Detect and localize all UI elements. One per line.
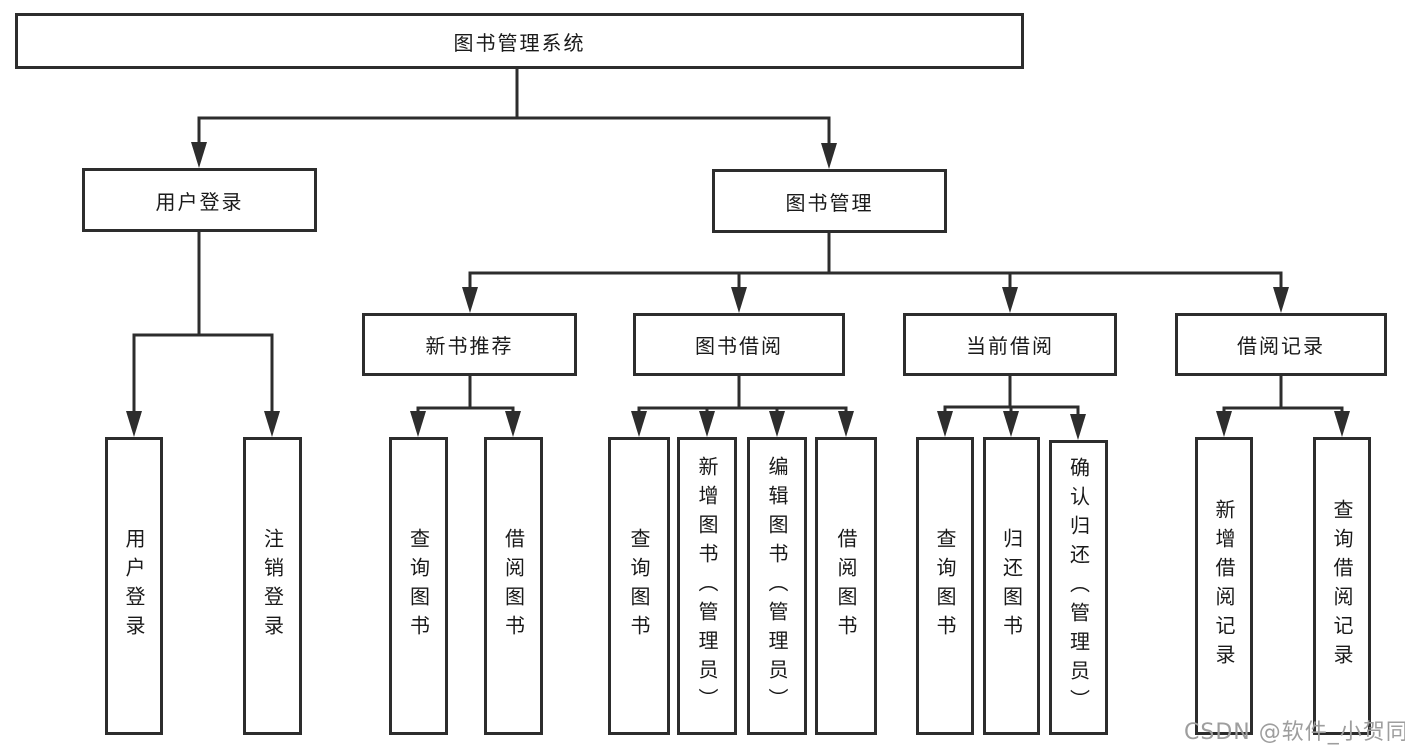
leaf-borrow-books-recommend-label: 借阅图书 (501, 528, 526, 644)
csdn-watermark: CSDN @软件_小贺同学 (1184, 720, 1405, 745)
arrowhead-2-2 (1002, 287, 1018, 313)
leaf-borrow-books-recommend: 借阅图书 (484, 437, 543, 735)
arrowhead-0-1 (821, 143, 837, 169)
leaf-edit-book-admin-label: 编辑图书（管理员） (765, 455, 789, 717)
arrowhead-2-1 (731, 287, 747, 313)
leaf-confirm-return-admin: 确认归还（管理员） (1049, 440, 1108, 735)
leaf-logout: 注销登录 (243, 437, 302, 735)
arrowhead-5-1 (1003, 411, 1019, 437)
arrowhead-1-0 (126, 411, 142, 437)
arrowhead-6-0 (1216, 411, 1232, 437)
leaf-user-login: 用户登录 (105, 437, 163, 735)
node-borrow-records-label: 借阅记录 (1237, 334, 1325, 358)
leaf-add-borrow-record-label: 新增借阅记录 (1212, 499, 1236, 673)
node-user-login: 用户登录 (82, 168, 317, 232)
node-new-book-recommend: 新书推荐 (362, 313, 577, 376)
leaf-query-books-current-label: 查询图书 (933, 528, 957, 644)
arrowhead-5-2 (1070, 414, 1086, 440)
leaf-query-books-recommend: 查询图书 (389, 437, 448, 735)
node-current-borrowing: 当前借阅 (903, 313, 1117, 376)
leaf-return-book-label: 归还图书 (999, 528, 1024, 644)
node-book-management-label: 图书管理 (785, 190, 874, 215)
arrowhead-4-0 (631, 411, 647, 437)
arrowhead-4-1 (699, 411, 715, 437)
node-root: 图书管理系统 (15, 13, 1024, 69)
arrowhead-4-2 (769, 411, 785, 437)
leaf-edit-book-admin: 编辑图书（管理员） (747, 437, 807, 735)
leaf-confirm-return-admin-label: 确认归还（管理员） (1066, 457, 1091, 718)
node-book-borrowing-label: 图书借阅 (695, 334, 783, 358)
arrowhead-3-1 (505, 411, 521, 437)
arrowhead-0-0 (191, 142, 207, 168)
arrowhead-5-0 (937, 411, 953, 437)
leaf-borrow-books-label: 借阅图书 (834, 528, 858, 644)
leaf-query-books-borrowing-label: 查询图书 (627, 528, 651, 644)
node-current-borrowing-label: 当前借阅 (966, 334, 1054, 358)
leaf-query-borrow-record-label: 查询借阅记录 (1330, 499, 1354, 673)
arrowhead-6-1 (1334, 411, 1350, 437)
leaf-return-book: 归还图书 (983, 437, 1040, 735)
node-user-login-label: 用户登录 (155, 189, 244, 214)
leaf-query-borrow-record: 查询借阅记录 (1313, 437, 1371, 735)
arrowhead-1-1 (264, 411, 280, 437)
leaf-borrow-books: 借阅图书 (815, 437, 877, 735)
leaf-query-books-current: 查询图书 (916, 437, 974, 735)
leaf-add-borrow-record: 新增借阅记录 (1195, 437, 1253, 735)
node-root-label: 图书管理系统 (453, 30, 586, 55)
leaf-logout-label: 注销登录 (260, 528, 285, 644)
node-new-book-recommend-label: 新书推荐 (425, 334, 514, 358)
leaf-add-book-admin: 新增图书（管理员） (677, 437, 737, 735)
arrowhead-3-0 (410, 411, 426, 437)
node-borrow-records: 借阅记录 (1175, 313, 1387, 376)
node-book-management: 图书管理 (712, 169, 947, 233)
leaf-add-book-admin-label: 新增图书（管理员） (695, 455, 719, 717)
leaf-query-books-borrowing: 查询图书 (608, 437, 670, 735)
leaf-user-login-label: 用户登录 (122, 528, 146, 644)
leaf-query-books-recommend-label: 查询图书 (406, 528, 431, 644)
arrowhead-4-3 (838, 411, 854, 437)
node-book-borrowing: 图书借阅 (633, 313, 845, 376)
arrowhead-2-0 (462, 287, 478, 313)
arrowhead-2-3 (1273, 287, 1289, 313)
